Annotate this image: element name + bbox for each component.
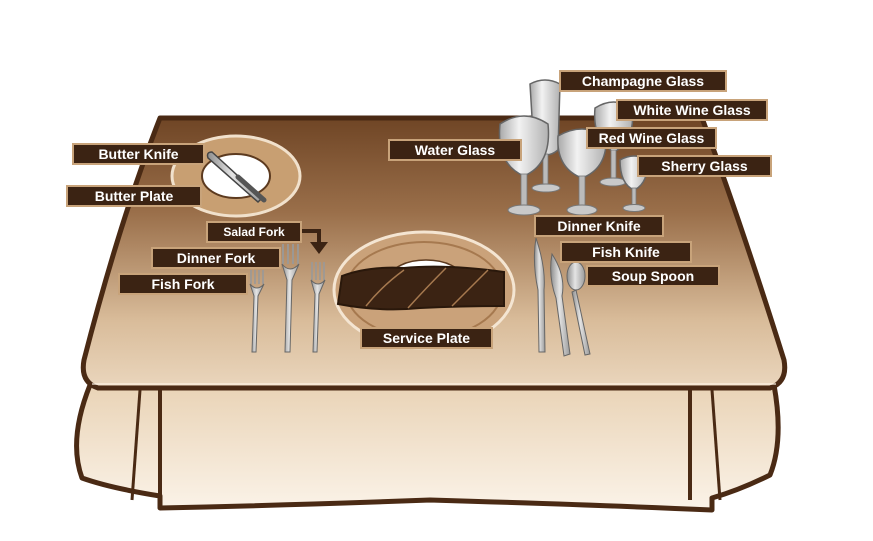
dinner-fork-label: Dinner Fork — [151, 247, 281, 269]
dinner-knife-label: Dinner Knife — [534, 215, 664, 237]
white-wine-glass-label: White Wine Glass — [616, 99, 768, 121]
fish-fork-label: Fish Fork — [118, 273, 248, 295]
butter-knife — [206, 151, 267, 204]
butter-plate-label: Butter Plate — [66, 185, 202, 207]
red-wine-glass-label: Red Wine Glass — [586, 127, 717, 149]
salad-fork-pointer-arrow — [296, 229, 328, 254]
dinner-fork — [281, 244, 300, 353]
champagne-glass-label: Champagne Glass — [559, 70, 727, 92]
salad-fork — [310, 262, 326, 353]
soup-spoon-label: Soup Spoon — [586, 265, 720, 287]
fish-fork — [249, 270, 265, 353]
butter-knife-label: Butter Knife — [72, 143, 205, 165]
sherry-glass-label: Sherry Glass — [637, 155, 772, 177]
fish-knife-label: Fish Knife — [560, 241, 692, 263]
dinner-knife — [533, 237, 546, 353]
tablecloth — [74, 382, 781, 513]
fish-knife — [550, 252, 571, 357]
salad-fork-label: Salad Fork — [206, 221, 302, 243]
champagne-glass — [529, 79, 561, 193]
water-glass-label: Water Glass — [388, 139, 522, 161]
service-plate-label: Service Plate — [360, 327, 493, 349]
napkin — [336, 265, 505, 311]
